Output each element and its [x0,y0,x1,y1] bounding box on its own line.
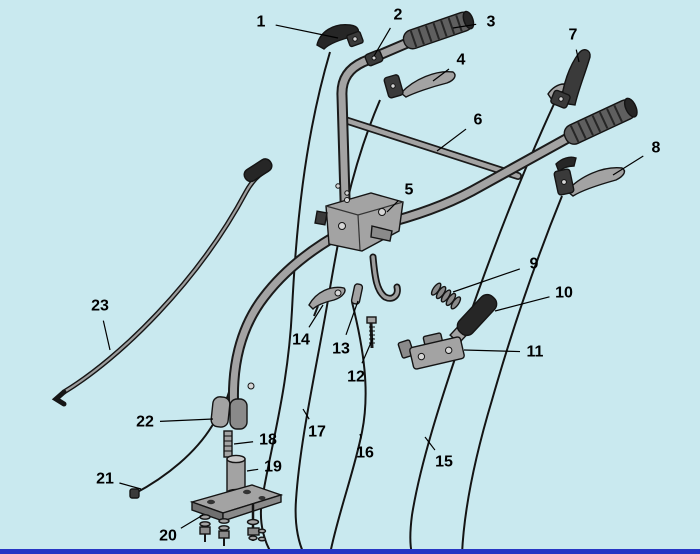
tube-bolt [344,190,350,196]
cable-end-fitting [129,488,140,499]
grip-end-cap [462,10,475,30]
callout-label-21: 21 [96,471,114,488]
idle-lever-14 [308,286,346,317]
callout-label-9: 9 [530,256,539,273]
callout-label-14: 14 [292,332,310,349]
control-cables [129,51,563,554]
callout-leader-4 [432,68,450,82]
callout-label-18: 18 [259,432,277,449]
cable-right-1 [409,103,555,554]
callout-label-20: 20 [159,528,177,545]
stem-bolt [247,382,255,390]
callout-label-19: 19 [264,459,282,476]
callout-leader-5 [386,200,399,213]
stud-bolt-18 [223,430,233,458]
tube-bolt [335,183,341,189]
handle-grip-10 [449,293,498,345]
callout-leader-8 [612,155,644,176]
pin-13 [350,283,364,305]
callout-leader-2 [373,27,391,57]
callout-leader-22 [159,418,214,422]
callout-leader-9 [452,268,521,293]
callout-label-23: 23 [91,298,109,315]
callout-label-10: 10 [555,285,573,302]
callout-leader-17 [302,408,310,420]
callout-leader-14 [308,304,324,328]
rod-handle-grip [243,158,273,183]
callout-leader-13 [345,300,359,336]
callout-leader-7 [575,49,580,63]
callout-label-16: 16 [356,445,374,462]
callout-label-1: 1 [257,14,266,31]
callout-label-11: 11 [527,344,544,361]
callout-label-5: 5 [405,182,414,199]
cable-left-2 [294,99,381,554]
control-lever-1 [316,24,364,50]
hardware-20 [199,503,267,546]
callout-leader-15 [424,436,436,451]
callout-label-7: 7 [569,27,578,44]
callout-leader-16 [359,433,362,439]
callout-leader-11 [463,349,521,353]
clamp-assembly-11 [397,332,465,370]
brake-lever-8 [553,156,626,197]
callout-label-6: 6 [474,112,483,129]
callout-leader-18 [233,441,254,445]
bolt-12 [366,316,377,349]
callout-leader-10 [494,296,550,312]
column-end-22 [210,396,248,430]
cable-right-2 [461,195,563,554]
callout-leader-19 [246,468,259,472]
callout-label-3: 3 [487,14,496,31]
callout-leader-12 [361,337,374,364]
bottom-edge-strip [0,549,700,554]
cable-middle [329,301,367,554]
top-grip-3 [402,10,475,50]
callout-leader-21 [119,482,142,490]
right-grip [563,97,638,145]
cable-clamp-2 [364,49,384,67]
throttle-lever-4 [383,71,456,99]
callout-label-22: 22 [136,414,154,431]
callout-label-12: 12 [347,369,365,386]
callout-label-4: 4 [457,52,466,69]
callout-leader-1 [275,24,339,39]
cable-left-1 [260,51,331,554]
callout-label-17: 17 [308,424,326,441]
callout-label-8: 8 [652,140,661,157]
callout-leader-23 [102,320,111,351]
callout-label-13: 13 [332,341,350,358]
clutch-lever-7 [547,49,591,109]
callout-leader-3 [452,23,477,29]
callout-label-2: 2 [394,7,403,24]
grip-end-cap [623,97,638,118]
cable-guide-hook [369,253,401,302]
callout-leader-20 [180,514,204,529]
callout-leader-6 [436,128,467,152]
center-bracket-5 [314,192,404,252]
spring-9 [430,282,462,310]
callout-label-15: 15 [435,454,453,471]
shift-rod-23 [51,158,273,407]
